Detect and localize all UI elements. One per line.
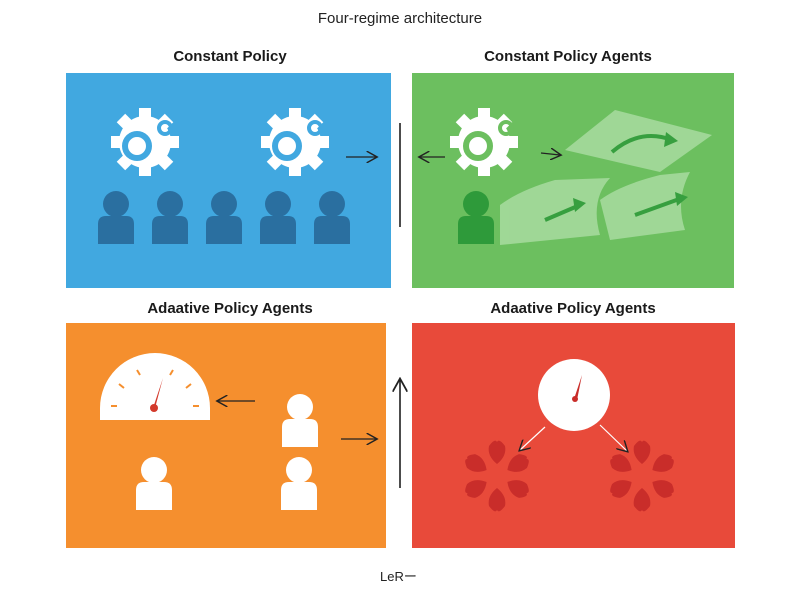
panel-top-left [66,73,391,288]
quadrant-title-top-left: Constant Policy [173,48,287,65]
quadrant-title-bottom-right: Adaative Policy Agents [490,300,656,317]
gear-icon [450,108,518,176]
quadrant-title-top-right: Constant Policy Agents [484,48,652,65]
diagram-title: Four-regime architecture [317,10,483,27]
sheet-shape [500,110,712,245]
arrow-icon [520,426,546,450]
gear-icon [111,108,179,176]
footer-label: LeRー [380,569,417,584]
panel-bottom-right [412,323,735,548]
gauge-icon [538,359,610,431]
gauge-icon [100,353,210,420]
panel-bottom-left [66,323,386,548]
gear-icon [261,108,329,176]
arrow-icon [540,153,560,155]
arrow-icon [599,424,627,451]
quadrant-title-bottom-left: Adaative Policy Agents [147,300,313,317]
